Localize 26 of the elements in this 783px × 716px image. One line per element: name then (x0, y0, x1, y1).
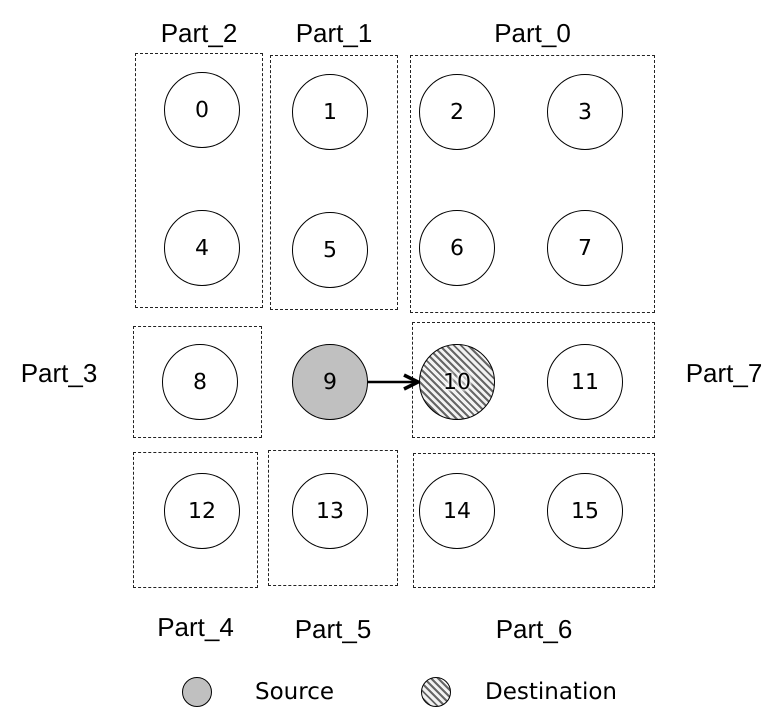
vertex-circle: 13 (292, 473, 368, 549)
partition-label: Part_6 (494, 613, 574, 646)
partition-label: Part_4 (156, 611, 235, 644)
partition-label: Part_3 (20, 357, 98, 390)
vertex-circle: 3 (547, 74, 623, 150)
partition-label: Part_0 (493, 17, 572, 50)
vertex-circle: 6 (419, 210, 495, 286)
vertex-circle: 0 (164, 72, 240, 148)
legend-label: Source (255, 678, 334, 707)
vertex-circle: 15 (547, 473, 623, 549)
vertex-circle: 14 (419, 473, 495, 549)
arrow (368, 373, 420, 391)
partition-label: Part_1 (294, 17, 374, 50)
vertex-circle: 2 (419, 74, 495, 150)
vertex-circle: 9 (292, 344, 368, 420)
partition-label: Part_7 (684, 357, 764, 390)
partition-label: Part_2 (160, 17, 238, 50)
vertex-circle: 8 (162, 344, 238, 420)
vertex-circle: 12 (164, 473, 240, 549)
vertex-circle: 11 (547, 344, 623, 420)
vertex-circle: 1 (292, 74, 368, 150)
vertex-circle: 4 (164, 210, 240, 286)
vertex-circle: 7 (547, 210, 623, 286)
partition-label: Part_5 (294, 613, 372, 646)
vertex-circle: 5 (292, 212, 368, 288)
legend-label: Destination (485, 678, 617, 707)
